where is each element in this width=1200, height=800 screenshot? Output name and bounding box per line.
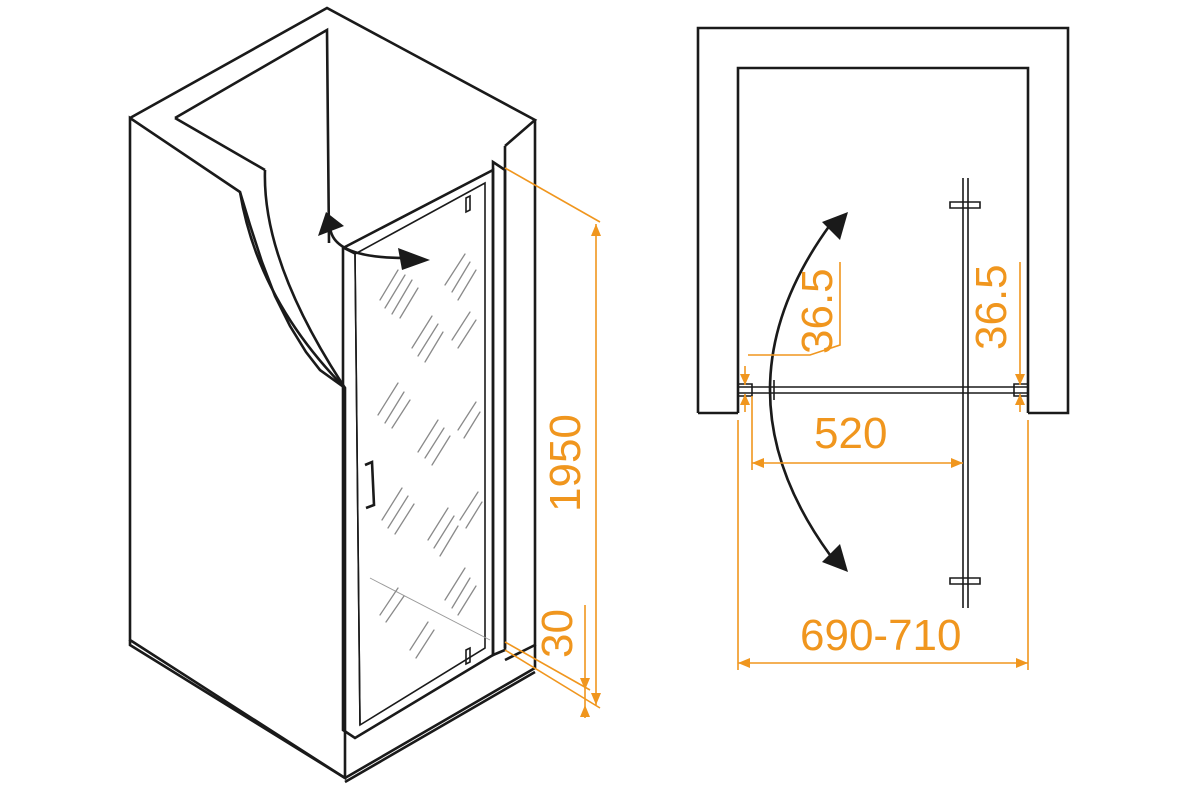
isometric-view: 1950 30 <box>128 6 601 784</box>
glass-pattern <box>377 253 483 659</box>
door-hinge-top <box>465 194 471 214</box>
swing-arrowhead-bottom <box>822 544 848 572</box>
dimension-height: 1950 <box>504 167 601 709</box>
base-height-label: 30 <box>533 609 582 658</box>
door-open-hinge-top <box>949 201 981 209</box>
floor-base-top <box>344 670 536 784</box>
left-wall-curve-outline <box>238 191 346 389</box>
floor-base-front <box>128 640 346 780</box>
opening-range-label: 690-710 <box>800 611 961 660</box>
door-swing-arrowhead-end <box>398 248 430 270</box>
dimension-offset-right: 36.5 <box>967 262 1025 412</box>
door-top-profile <box>342 169 494 249</box>
door-right-profile-top <box>1013 383 1029 397</box>
dimension-door-width: 520 <box>751 396 963 470</box>
dimension-offset-left: 36.5 <box>740 262 842 412</box>
door-open-hinge-bottom <box>949 577 981 585</box>
left-wall-curved-cut <box>263 169 347 389</box>
wall-profile-right <box>491 159 507 657</box>
door-swing-arrowhead-start <box>318 212 344 236</box>
door-swing-arc <box>768 224 832 556</box>
niche-outer-wall <box>696 26 1070 415</box>
left-wall-inner-top <box>174 27 331 244</box>
door-width-label: 520 <box>814 409 887 458</box>
offset-left-label: 36.5 <box>793 268 842 354</box>
top-view: 36.5 36.5 520 690-710 <box>696 26 1070 670</box>
door-closed-line <box>738 386 1028 394</box>
left-wall-top <box>129 6 538 147</box>
height-label: 1950 <box>541 414 590 512</box>
door-handle <box>364 460 376 510</box>
door-swing-arrow <box>328 224 406 260</box>
left-wall-inner-edge <box>174 116 266 172</box>
door-hinge-bottom <box>465 646 471 666</box>
door-open-line <box>962 178 969 608</box>
dimension-opening: 690-710 <box>737 420 1029 670</box>
swing-arrowhead-top <box>822 212 848 240</box>
door-glass <box>354 181 486 727</box>
right-wall-front <box>504 120 537 662</box>
floor-shadow-line <box>369 577 491 641</box>
offset-right-label: 36.5 <box>967 264 1016 350</box>
floor-base-right <box>344 645 537 780</box>
dimension-base: 30 <box>504 605 591 718</box>
niche-inner-wall <box>736 66 1030 413</box>
left-wall-front-face <box>128 115 347 781</box>
